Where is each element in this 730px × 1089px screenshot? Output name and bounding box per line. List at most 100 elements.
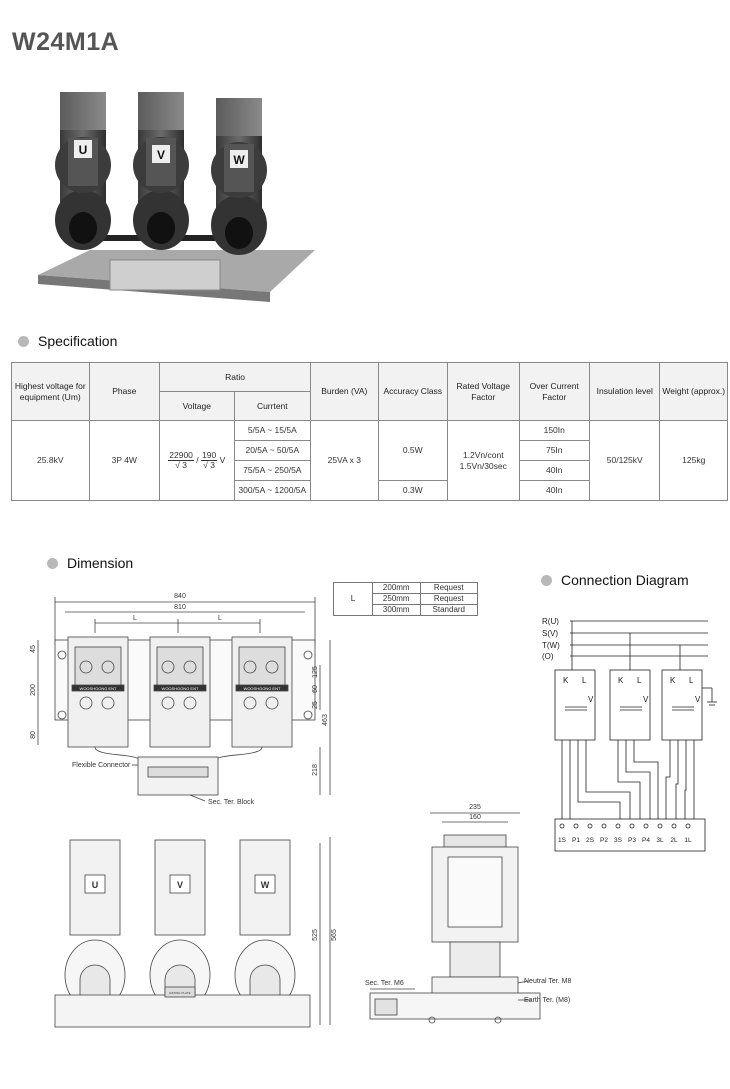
cell-accuracy-2: 0.3W — [377, 480, 449, 501]
header-insulation: Insulation level — [588, 362, 661, 421]
terminal-label: 1L — [684, 837, 692, 844]
svg-text:Sec. Ter. M6: Sec. Ter. M6 — [365, 980, 404, 987]
svg-text:L: L — [689, 676, 694, 685]
l-type: Request — [419, 582, 479, 594]
svg-text:840: 840 — [174, 593, 186, 600]
svg-text:WOOSHOONG ENT: WOOSHOONG ENT — [80, 686, 117, 691]
header-highest-voltage: Highest voltage for equipment (Um) — [11, 362, 90, 421]
cell-over-current: 40In — [518, 480, 590, 501]
page-title: W24M1A — [12, 28, 120, 56]
front-unit-u — [64, 839, 126, 1025]
cell-rated-voltage-factor: 1.2Vn/cont 1.5Vn/30sec — [447, 420, 520, 501]
svg-text:Flexible Connector: Flexible Connector — [72, 762, 131, 769]
header-voltage: Voltage — [159, 391, 235, 421]
bullet-icon — [541, 575, 552, 586]
l-size: 200mm — [372, 582, 421, 594]
svg-text:810: 810 — [174, 604, 186, 611]
svg-text:Earth Ter. (M8): Earth Ter. (M8) — [524, 997, 570, 1004]
header-ratio: Ratio — [159, 362, 312, 392]
cell-voltage-ratio: 22900√ 3 / 190√ 3 V — [159, 420, 235, 501]
transformer-w — [211, 98, 267, 255]
svg-text:200: 200 — [30, 684, 37, 696]
photo-label-v: V — [157, 148, 165, 162]
l-type: Request — [419, 593, 479, 605]
svg-text:80: 80 — [30, 731, 37, 739]
connection-diagram: R(U) S(V) T(W) (O) K L K L K L V V V 1S … — [542, 617, 717, 852]
header-accuracy: Accuracy Class — [377, 362, 449, 421]
header-current: Currtent — [233, 391, 312, 421]
svg-text:60: 60 — [312, 685, 319, 693]
cell-over-current: 75In — [518, 440, 590, 461]
svg-text:235: 235 — [469, 804, 481, 811]
terminal-label: 2S — [586, 837, 595, 844]
side-view-drawing: 235 160 Sec. Ter. M6 Neutral Ter. M8 Ear… — [365, 804, 571, 1024]
line-label: T(W) — [542, 641, 560, 650]
spec-table: Highest voltage for equipment (Um) Phase… — [11, 362, 728, 501]
terminal-label: 2L — [670, 837, 678, 844]
section-connection: Connection Diagram — [541, 572, 689, 588]
terminal-box — [109, 259, 221, 291]
cell-weight: 125kg — [659, 420, 728, 501]
transformer-v — [133, 92, 189, 250]
l-label: L — [333, 582, 373, 616]
svg-text:L: L — [637, 676, 642, 685]
section-specification: Specification — [18, 333, 117, 349]
bullet-icon — [18, 336, 29, 347]
l-size: 300mm — [372, 604, 421, 616]
svg-text:RATING PLATE: RATING PLATE — [169, 991, 190, 995]
terminal-label: P2 — [600, 837, 608, 844]
front-view-drawing: U V W RATING PLATE 525 565 — [54, 837, 338, 1028]
svg-text:L: L — [133, 615, 137, 622]
svg-text:Neutral Ter. M8: Neutral Ter. M8 — [524, 978, 571, 985]
svg-text:25: 25 — [312, 701, 319, 709]
svg-text:K: K — [618, 676, 624, 685]
cell-highest-voltage: 25.8kV — [11, 420, 90, 501]
svg-text:125: 125 — [312, 666, 319, 678]
line-label: R(U) — [542, 617, 559, 626]
bullet-icon — [47, 558, 58, 569]
l-type: Standard — [419, 604, 479, 616]
pt-unit — [554, 669, 596, 741]
l-options-table: L 200mm Request 250mm Request 300mm Stan… — [333, 582, 479, 616]
cell-current-ratio: 300/5A ~ 1200/5A — [233, 480, 312, 501]
cell-current-ratio: 75/5A ~ 250/5A — [233, 460, 312, 481]
product-photo: U V W — [38, 92, 315, 302]
svg-text:V: V — [177, 880, 183, 890]
svg-text:45: 45 — [30, 645, 37, 653]
header-burden: Burden (VA) — [310, 362, 379, 421]
cell-burden: 25VA x 3 — [310, 420, 379, 501]
svg-text:463: 463 — [322, 714, 329, 726]
header-weight: Weight (approx.) — [659, 362, 728, 421]
svg-text:W: W — [261, 880, 270, 890]
cell-current-ratio: 20/5A ~ 50/5A — [233, 440, 312, 461]
svg-text:K: K — [670, 676, 676, 685]
terminal-label: P4 — [642, 837, 650, 844]
terminal-label: P1 — [572, 837, 580, 844]
top-unit — [231, 636, 293, 748]
line-label: (O) — [542, 652, 554, 661]
l-size: 250mm — [372, 593, 421, 605]
svg-text:WOOSHOONG ENT: WOOSHOONG ENT — [162, 686, 199, 691]
top-unit — [149, 636, 211, 748]
terminal-block — [554, 818, 706, 852]
svg-text:565: 565 — [331, 929, 338, 941]
cell-insulation: 50/125kV — [588, 420, 661, 501]
transformer-u — [55, 92, 111, 250]
header-rated-voltage-factor: Rated Voltage Factor — [447, 362, 520, 421]
pt-unit — [661, 669, 703, 741]
line-label: S(V) — [542, 629, 558, 638]
terminal-label: 3L — [656, 837, 664, 844]
svg-text:160: 160 — [469, 814, 481, 821]
top-unit — [67, 636, 129, 748]
svg-text:U: U — [92, 880, 99, 890]
svg-text:Sec. Ter. Block: Sec. Ter. Block — [208, 799, 255, 806]
cell-accuracy: 0.5W — [377, 420, 449, 481]
photo-label-u: U — [79, 143, 88, 157]
svg-text:L: L — [582, 676, 587, 685]
svg-text:WOOSHOONG ENT: WOOSHOONG ENT — [244, 686, 281, 691]
svg-text:K: K — [563, 676, 569, 685]
svg-text:V: V — [643, 695, 649, 704]
terminal-label: P3 — [628, 837, 636, 844]
photo-label-w: W — [233, 153, 245, 167]
cell-phase: 3P 4W — [88, 420, 161, 501]
